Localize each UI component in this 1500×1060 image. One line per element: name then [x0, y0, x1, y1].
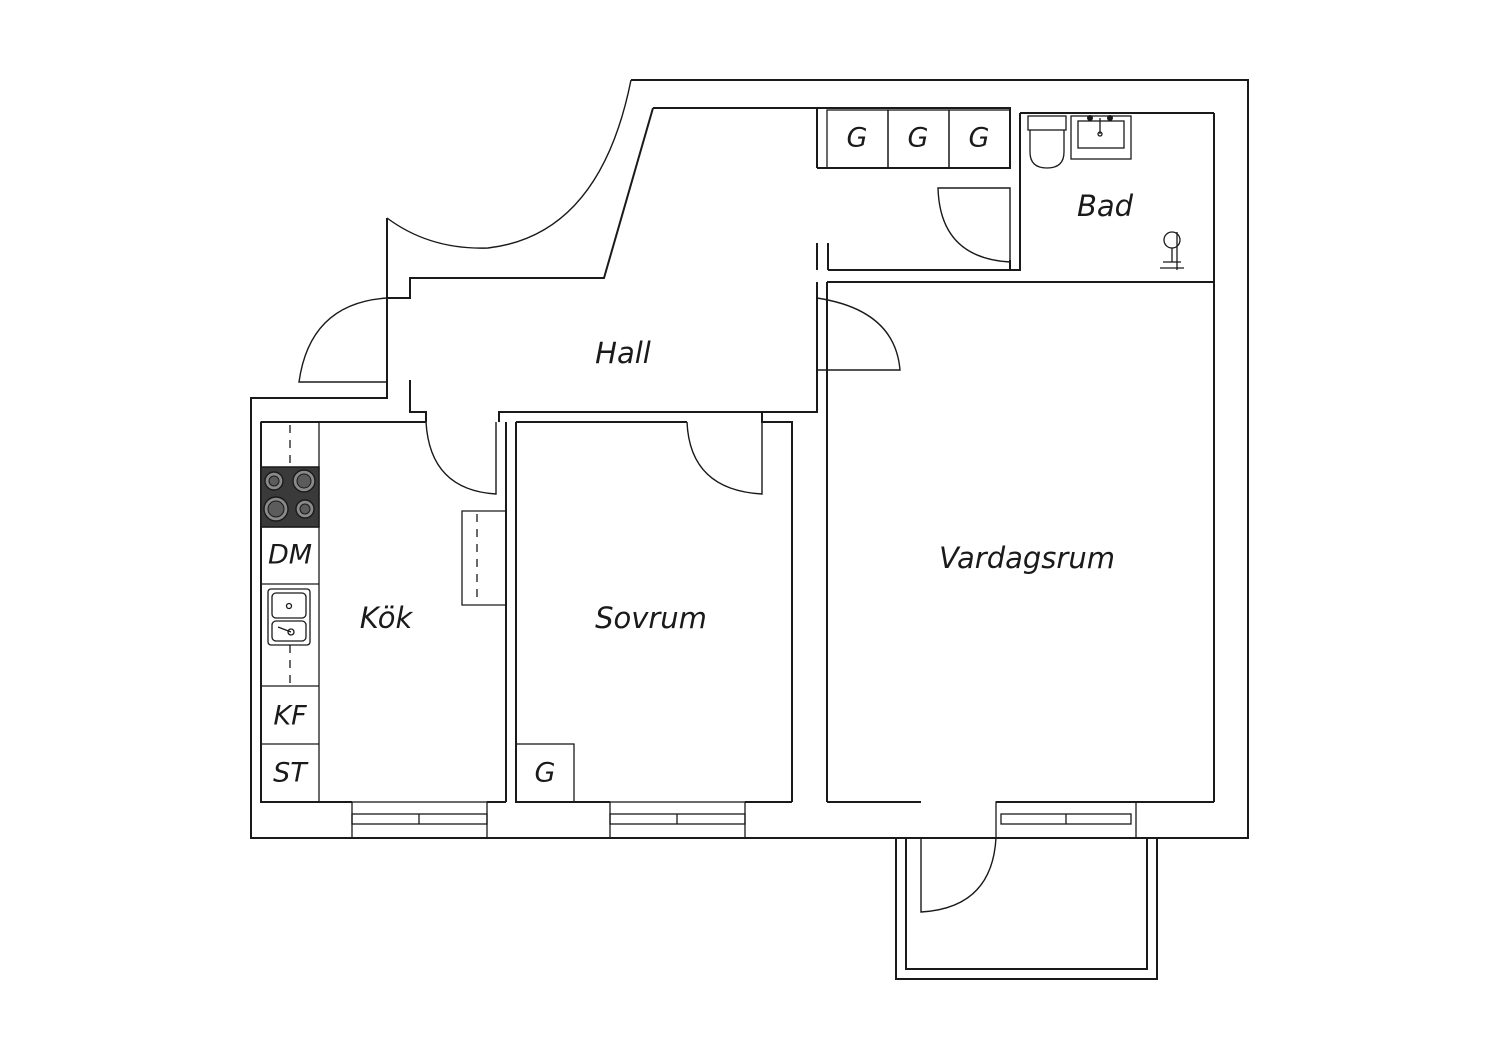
hall-wardrobe-label-2: G: [908, 123, 929, 154]
room-label-living-room: Vardagsrum: [939, 541, 1115, 575]
kitchen-walls: [260, 421, 507, 803]
kitchen-sink-icon: [267, 588, 311, 646]
kitchen-counter: [260, 421, 320, 803]
room-label-hall: Hall: [595, 336, 651, 370]
bathroom-door-swing: [937, 187, 1011, 263]
bathroom-sink-icon: [1070, 115, 1132, 160]
hall-wardrobe-label-3: G: [969, 123, 990, 154]
toilet-icon: [1027, 115, 1067, 169]
entrance-door-swing: [386, 79, 632, 249]
kitchen-tall-cabinet: [461, 510, 506, 606]
hall-west-door-swing: [298, 297, 388, 383]
room-label-kitchen: Kök: [360, 601, 414, 635]
kitchen-door-swing: [425, 421, 497, 495]
stove-hob-icon: [260, 466, 320, 528]
living-room-door-swing: [816, 297, 901, 371]
storage-cabinet-label: ST: [273, 758, 309, 789]
hall-wardrobes: [826, 109, 1011, 169]
shower-icon: [1160, 231, 1184, 270]
bedroom-wardrobe-label: G: [535, 758, 556, 789]
hall-lower-wall: [386, 298, 818, 802]
room-label-bedroom: Sovrum: [595, 601, 707, 635]
balcony-door-swing: [920, 837, 997, 913]
bedroom-wardrobe: [515, 743, 575, 803]
kitchen-window-icon: [351, 801, 488, 839]
bedroom-window-icon: [609, 801, 746, 839]
fridge-freezer-label: KF: [273, 701, 307, 732]
living-room-window-icon: [995, 801, 1137, 839]
hall-wardrobe-label-1: G: [847, 123, 868, 154]
room-label-bathroom: Bad: [1077, 189, 1134, 223]
balcony-outline: [895, 838, 1158, 980]
dishwasher-label: DM: [268, 540, 312, 571]
bedroom-door-swing: [686, 421, 763, 495]
